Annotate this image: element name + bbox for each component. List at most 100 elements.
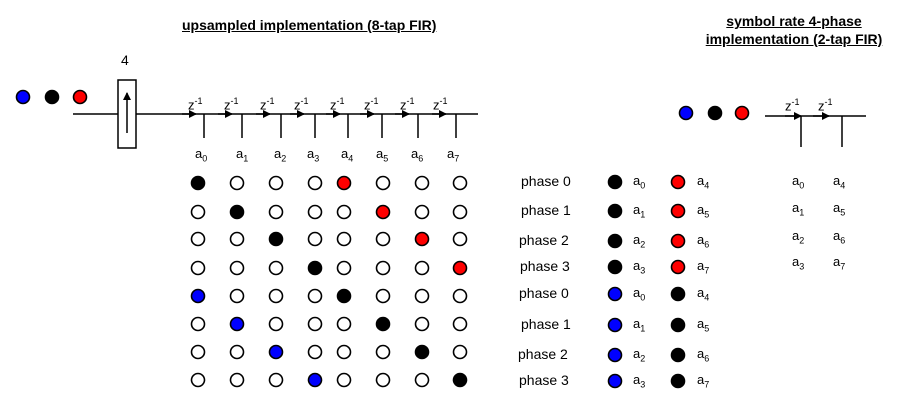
delay-z-label: z-1	[330, 96, 345, 113]
grid-dot	[190, 260, 206, 276]
grid-dot	[268, 372, 284, 388]
grid-dot	[336, 288, 352, 304]
delay-z-label: z-1	[433, 96, 448, 113]
phase-first-coef: a3	[633, 372, 646, 390]
grid-dot	[190, 372, 206, 388]
symbol-coef-right: a7	[833, 254, 846, 272]
grid-dot	[414, 372, 430, 388]
phase-first-dot	[607, 347, 623, 363]
grid-dot	[190, 175, 206, 191]
symbol-input-dot	[707, 105, 723, 121]
symbol-coef-left: a1	[792, 200, 805, 218]
upsampled-coef-label: a1	[236, 146, 249, 164]
phase-label: phase 0	[521, 173, 571, 189]
phase-first-coef: a2	[633, 232, 646, 250]
phase-second-coef: a5	[697, 316, 710, 334]
grid-dot	[375, 316, 391, 332]
symbol-coef-right: a4	[833, 173, 846, 191]
delay-z-label: z-1	[400, 96, 415, 113]
grid-dot	[452, 175, 468, 191]
phase-first-dot	[607, 233, 623, 249]
phase-second-dot	[670, 203, 686, 219]
grid-dot	[307, 204, 323, 220]
grid-dot	[452, 288, 468, 304]
phase-first-dot	[607, 317, 623, 333]
symbol-delay-z-label: z-1	[785, 97, 800, 114]
symbol-input-dot	[734, 105, 750, 121]
grid-dot	[268, 316, 284, 332]
upsampled-coef-label: a4	[341, 146, 354, 164]
grid-dot	[307, 231, 323, 247]
grid-dot	[307, 288, 323, 304]
grid-dot	[452, 260, 468, 276]
phase-first-coef: a3	[633, 258, 646, 276]
symbol-coef-right: a6	[833, 228, 846, 246]
grid-dot	[336, 344, 352, 360]
grid-dot	[414, 231, 430, 247]
grid-dot	[229, 260, 245, 276]
grid-dot	[375, 288, 391, 304]
grid-dot	[190, 316, 206, 332]
grid-dot	[414, 260, 430, 276]
phase-label: phase 2	[518, 346, 568, 362]
symbol-rate-title-line2: implementation (2-tap FIR)	[705, 31, 883, 47]
phase-second-dot	[670, 347, 686, 363]
phase-first-dot	[607, 203, 623, 219]
grid-dot	[375, 260, 391, 276]
phase-second-coef: a7	[697, 372, 710, 390]
phase-first-dot	[607, 373, 623, 389]
phase-second-dot	[670, 317, 686, 333]
grid-dot	[307, 175, 323, 191]
symbol-coef-right: a5	[833, 200, 846, 218]
grid-dot	[307, 372, 323, 388]
phase-first-coef: a1	[633, 316, 646, 334]
grid-dot	[229, 175, 245, 191]
grid-dot	[452, 344, 468, 360]
phase-label: phase 3	[519, 372, 569, 388]
grid-dot	[190, 344, 206, 360]
grid-dot	[229, 316, 245, 332]
phase-first-coef: a0	[633, 285, 646, 303]
phase-first-dot	[607, 174, 623, 190]
grid-dot	[336, 231, 352, 247]
symbol-coef-left: a3	[792, 254, 805, 272]
grid-dot	[375, 231, 391, 247]
grid-dot	[190, 204, 206, 220]
grid-dot	[229, 231, 245, 247]
grid-dot	[336, 372, 352, 388]
phase-second-dot	[670, 286, 686, 302]
input-symbol-dot	[44, 89, 60, 105]
symbol-rate-title-line1: symbol rate 4-phase	[726, 13, 862, 29]
grid-dot	[414, 344, 430, 360]
grid-dot	[268, 175, 284, 191]
delay-z-label: z-1	[260, 96, 275, 113]
grid-dot	[452, 372, 468, 388]
grid-dot	[268, 288, 284, 304]
phase-label: phase 0	[519, 285, 569, 301]
symbol-coef-left: a2	[792, 228, 805, 246]
input-symbol-dot	[15, 89, 31, 105]
delay-z-label: z-1	[294, 96, 309, 113]
upsampled-coef-label: a2	[274, 146, 287, 164]
grid-dot	[375, 372, 391, 388]
grid-dot	[190, 288, 206, 304]
upsampled-coef-label: a3	[307, 146, 320, 164]
delay-z-label: z-1	[224, 96, 239, 113]
grid-dot	[336, 204, 352, 220]
grid-dot	[307, 344, 323, 360]
phase-label: phase 3	[520, 258, 570, 274]
grid-dot	[268, 260, 284, 276]
grid-dot	[229, 344, 245, 360]
grid-dot	[375, 204, 391, 220]
grid-dot	[268, 204, 284, 220]
phase-first-coef: a0	[633, 173, 646, 191]
grid-dot	[414, 316, 430, 332]
upsampled-coef-label: a5	[376, 146, 389, 164]
input-symbol-dot	[72, 89, 88, 105]
phase-second-coef: a6	[697, 232, 710, 250]
phase-second-dot	[670, 233, 686, 249]
phase-second-coef: a6	[697, 346, 710, 364]
grid-dot	[229, 204, 245, 220]
grid-dot	[229, 288, 245, 304]
grid-dot	[452, 231, 468, 247]
